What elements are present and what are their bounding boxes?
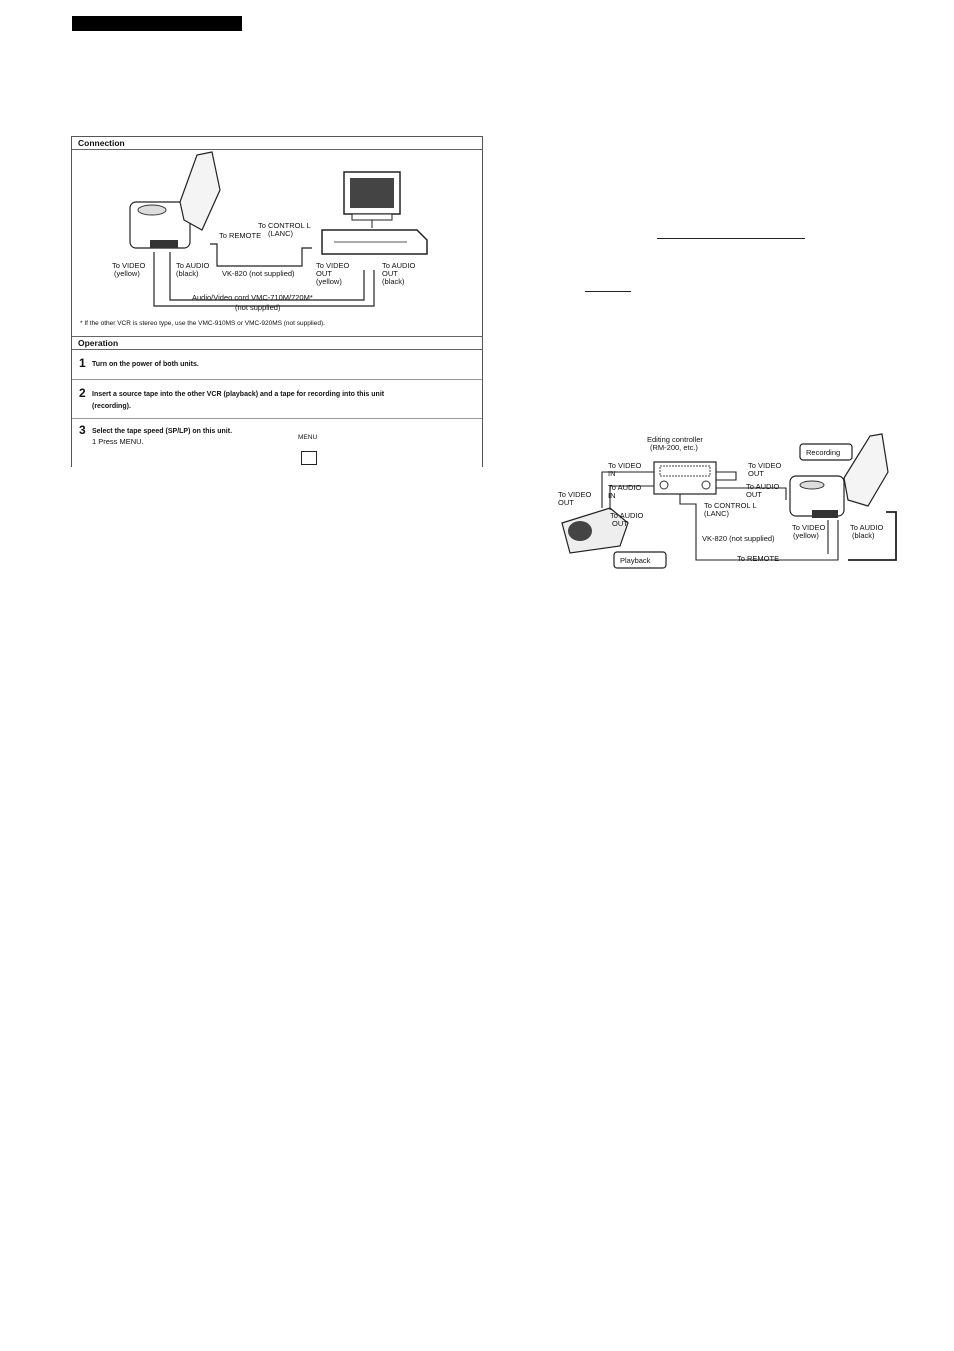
menu-button-label: MENU [298,434,318,441]
playback-callout [613,551,667,569]
label-to-video-in-2: IN [608,469,616,478]
step-2-text-line1: Insert a source tape into the other VCR … [92,391,385,398]
label-black: (black) [852,531,875,540]
section-title-bar [72,16,242,31]
label-to-video: To VIDEO [112,261,146,270]
label-to-video-out-1: To VIDEO [748,461,782,470]
camcorder-illustration [129,151,221,249]
recording-camcorder-illustration [789,433,889,518]
label-to-video-in-1: To VIDEO [608,461,642,470]
label-to-audio-in-2: IN [608,491,616,500]
label-to-video-out-3: (yellow) [316,277,342,286]
playback-camcorder-illustration [561,507,629,554]
step-3-number: 3 [79,423,86,437]
label-to-audio-black: To AUDIO [850,523,884,532]
label-to-video-out-1: To VIDEO [316,261,350,270]
menu-button-icon [301,451,317,465]
label-to-audio: To AUDIO [176,261,210,270]
label-vk820: VK-820 (not supplied) [222,269,295,278]
label-to-audio-out-2: OUT [746,490,762,499]
underline [657,238,805,239]
label-to-audio-out-left-1: To AUDIO [610,511,644,520]
connection-footnote: * If the other VCR is stereo type, use t… [80,320,325,327]
operation-header-text: Operation [78,338,119,348]
label-to-audio-in-1: To AUDIO [608,483,642,492]
label-to-video-out-2: OUT [748,469,764,478]
label-to-video-out-left-2: OUT [558,498,574,507]
underline [585,291,631,292]
tv-vcr-illustration [321,171,428,255]
label-playback: Playback [620,556,651,565]
label-to-video-yellow: To VIDEO [792,523,826,532]
label-to-audio-out-left-2: OUT [612,519,628,528]
label-lanc: (LANC) [268,229,294,238]
label-to-video-out-2: OUT [316,269,332,278]
step-divider [72,418,482,419]
label-black: (black) [176,269,199,278]
label-lanc: (LANC) [704,509,730,518]
label-cord-note: (not supplied) [235,303,281,312]
label-controller-1: Editing controller [647,435,703,444]
label-to-audio-out-1: To AUDIO [382,261,416,270]
label-to-control-l: To CONTROL L [258,221,311,230]
label-yellow: (yellow) [114,269,140,278]
label-to-audio-out-2: OUT [382,269,398,278]
label-to-remote: To REMOTE [737,554,779,563]
step-divider [72,379,482,380]
label-yellow: (yellow) [793,531,819,540]
label-to-video-out-left-1: To VIDEO [558,490,592,499]
label-to-remote: To REMOTE [219,231,261,240]
step-1-number: 1 [79,356,86,370]
label-to-control-l: To CONTROL L [704,501,757,510]
editing-controller-illustration [653,461,717,495]
step-1-text: Turn on the power of both units. [92,361,199,368]
label-cord: Audio/Video cord VMC-710M/720M* [192,293,313,302]
step-2-number: 2 [79,386,86,400]
label-controller-2: (RM-200, etc.) [650,443,698,452]
label-to-audio-out-3: (black) [382,277,405,286]
step-2-text-line2: (recording). [92,403,131,410]
label-to-audio-out-1: To AUDIO [746,482,780,491]
label-vk820: VK-820 (not supplied) [702,534,775,543]
connection-panel: Connection To REMOTE To CONTROL L (LANC)… [71,136,483,467]
operation-header: Operation [72,336,482,350]
step-3-text: Select the tape speed (SP/LP) on this un… [92,428,233,435]
connection-header: Connection [72,137,482,150]
vcr-connection-diagram: To REMOTE To CONTROL L (LANC) To VIDEO (… [112,151,428,312]
step-3-substep: 1 Press MENU. [92,437,144,446]
label-recording: Recording [806,448,840,457]
recording-callout [799,443,853,461]
editing-controller-diagram: Editing controller (RM-200, etc.) To VID… [558,433,897,569]
connection-header-text: Connection [78,138,125,148]
